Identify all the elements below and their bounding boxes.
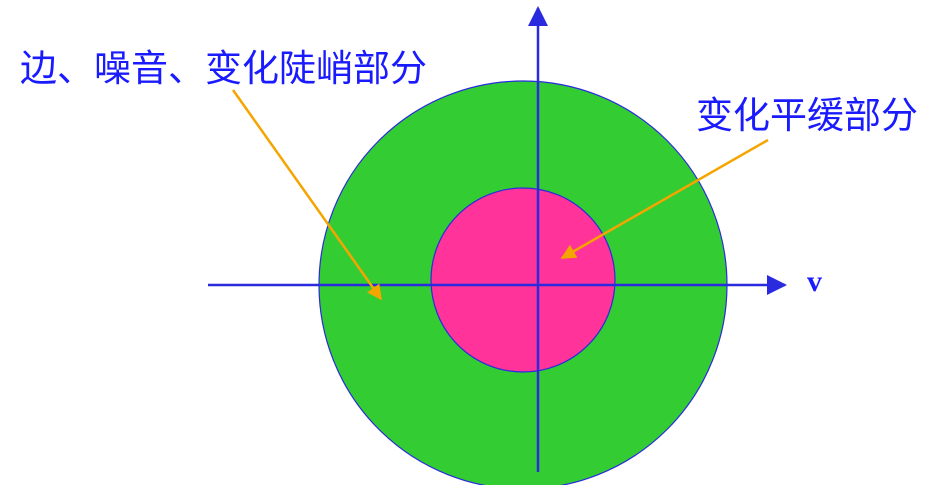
high-frequency-label: 边、噪音、变化陡峭部分 — [20, 47, 427, 90]
axis-v-label: v — [807, 265, 822, 298]
low-frequency-label: 变化平缓部分 — [696, 94, 918, 137]
inner-disc — [430, 187, 616, 373]
low-frequency-arrow — [560, 138, 769, 260]
high-frequency-arrow — [231, 89, 383, 301]
